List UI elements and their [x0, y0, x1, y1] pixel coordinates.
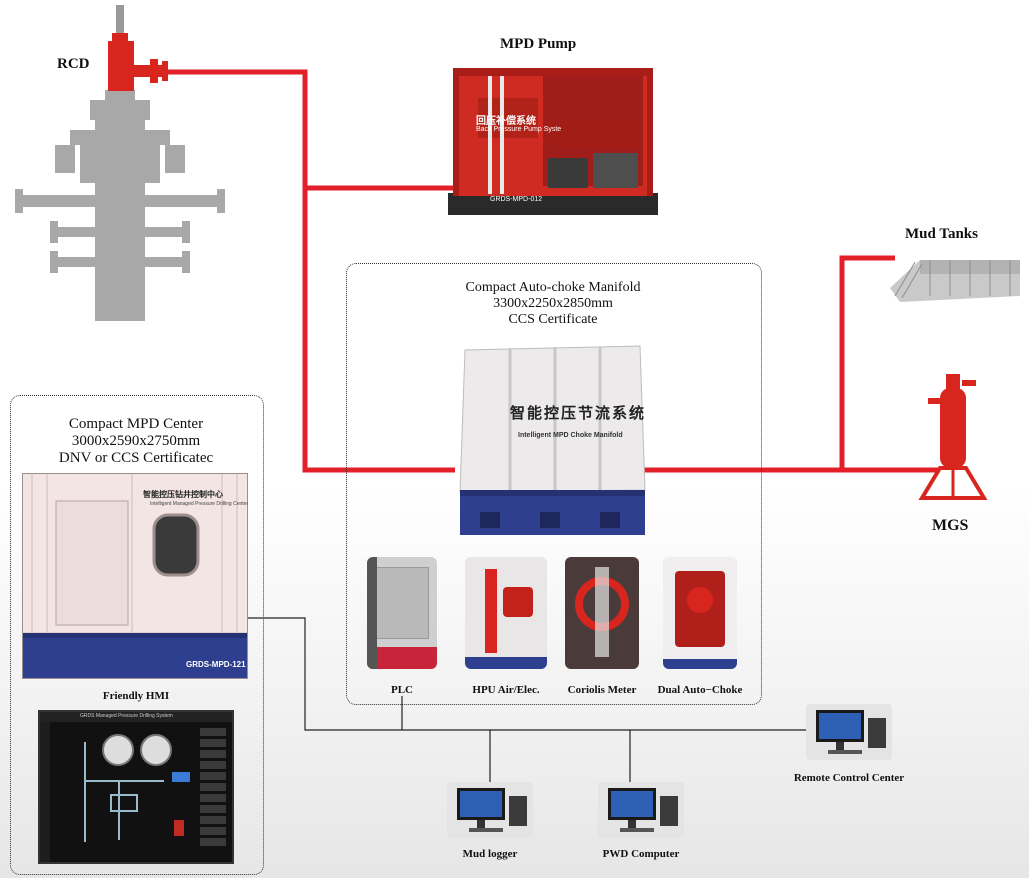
manifold-panel-en: Intelligent MPD Choke Manifold [518, 432, 623, 439]
mud-tank-line [839, 255, 895, 470]
mud-tanks-image [890, 260, 1020, 302]
plc-thumbnail [367, 557, 437, 669]
center-sign-cn: 智能控压钻井控制中心 [143, 490, 223, 499]
rcd-label: RCD [57, 56, 90, 72]
plc-label: PLC [391, 684, 413, 696]
remote-control-computer [806, 704, 892, 760]
coriolis-label: Coriolis Meter [567, 684, 637, 696]
remote-control-label: Remote Control Center [793, 772, 905, 784]
mpd-pump-skid [448, 68, 658, 215]
center-title: Compact MPD Center [68, 416, 204, 432]
dual-choke-thumbnail [663, 557, 737, 669]
center-signal-line [242, 617, 810, 731]
coriolis-thumbnail [565, 557, 639, 669]
center-dims: 3000x2590x2750mm [71, 433, 201, 449]
mpd-pump-label: MPD Pump [500, 36, 577, 52]
pwd-computer [598, 782, 684, 838]
mpd-center-group [10, 395, 264, 875]
gauge-left-icon [102, 734, 134, 766]
manifold-info: Compact Auto-choke Manifold 3300x2250x28… [346, 280, 760, 328]
center-cert: DNV or CCS Certificatec [58, 450, 214, 466]
mgs-separator [918, 374, 988, 500]
hmi-title: GRDS Managed Pressure Drilling System [80, 713, 173, 719]
rcd-device [108, 5, 168, 91]
manifold-dims: 3300x2250x2850mm [493, 296, 613, 311]
mud-logger-computer [447, 782, 533, 838]
mgs-label: MGS [932, 517, 969, 534]
mud-logger-label: Mud logger [462, 848, 518, 860]
pwd-computer-label: PWD Computer [602, 848, 680, 860]
manifold-panel-text: 智能控压节流系统 [510, 404, 647, 422]
pump-sign-en: Back Pressure Pump Syste [476, 126, 562, 133]
hpu-label: HPU Air/Elec. [472, 684, 540, 696]
gauge-right-icon [140, 734, 172, 766]
mpd-center-container [22, 473, 248, 679]
hmi-screen: GRDS Managed Pressure Drilling System [38, 710, 234, 864]
hpu-thumbnail [465, 557, 547, 669]
rcd-to-manifold-line [160, 69, 455, 473]
center-info: Compact MPD Center 3000x2590x2750mm DNV … [10, 416, 262, 467]
manifold-group [346, 263, 762, 705]
mud-tanks-label: Mud Tanks [905, 226, 978, 242]
hmi-label: Friendly HMI [102, 690, 170, 702]
center-container-id: GRDS-MPD-121 [186, 660, 246, 669]
pump-sign-cn: 回压补偿系统 [476, 116, 536, 127]
manifold-container [459, 345, 646, 535]
manifold-title: Compact Auto-choke Manifold [465, 280, 641, 295]
pump-id: GRDS-MPD-012 [490, 196, 543, 203]
wellhead-stack [15, 5, 225, 321]
manifold-cert: CCS Certificate [508, 312, 598, 327]
center-sign-en: Intelligent Managed Pressure Drilling Ce… [150, 501, 249, 507]
dual-choke-label: Dual Auto−Choke [657, 684, 743, 696]
